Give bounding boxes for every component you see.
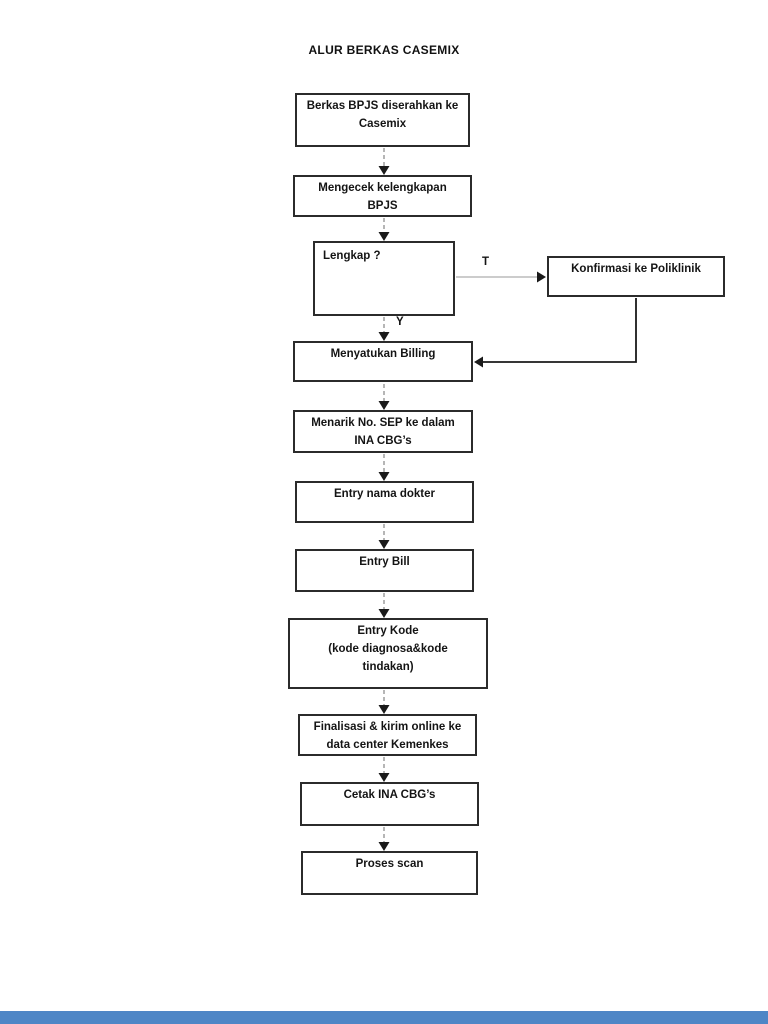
arrowhead-down-icon [378,773,390,782]
flow-node-konfirmasi: Konfirmasi ke Poliklinik [547,256,725,297]
connector-konfirmasi-menyatukan [483,298,637,363]
flow-node-menyatukan-billing: Menyatukan Billing [293,341,473,382]
arrowhead-down-icon [378,332,390,341]
arrowhead-left-icon [474,356,483,368]
flow-node-proses-scan: Proses scan [301,851,478,895]
page-title: ALUR BERKAS CASEMIX [308,43,460,57]
arrowhead-down-icon [378,401,390,410]
flow-node-finalisasi: Finalisasi & kirim online ke data center… [298,714,477,756]
flow-node-berkas-bpjs: Berkas BPJS diserahkan ke Casemix [295,93,470,147]
arrowhead-down-icon [378,609,390,618]
arrowhead-down-icon [378,842,390,851]
arrowhead-right-icon [537,271,546,283]
arrowhead-down-icon [378,232,390,241]
flow-node-entry-kode: Entry Kode (kode diagnosa&kode tindakan) [288,618,488,689]
arrowhead-down-icon [378,166,390,175]
flow-node-lengkap-decision: Lengkap ? [313,241,455,316]
bottom-accent-bar [0,1011,768,1024]
arrowhead-down-icon [378,472,390,481]
flow-node-menarik-sep: Menarik No. SEP ke dalam INA CBG’s [293,410,473,453]
flow-node-mengecek: Mengecek kelengkapan BPJS [293,175,472,217]
flow-node-entry-dokter: Entry nama dokter [295,481,474,523]
edge-label-ya: Y [396,316,404,328]
edge-label-tidak: T [482,256,490,268]
arrowhead-down-icon [378,705,390,714]
flow-node-entry-bill: Entry Bill [295,549,474,592]
flow-node-cetak-ina-cbg: Cetak INA CBG’s [300,782,479,826]
arrowhead-down-icon [378,540,390,549]
